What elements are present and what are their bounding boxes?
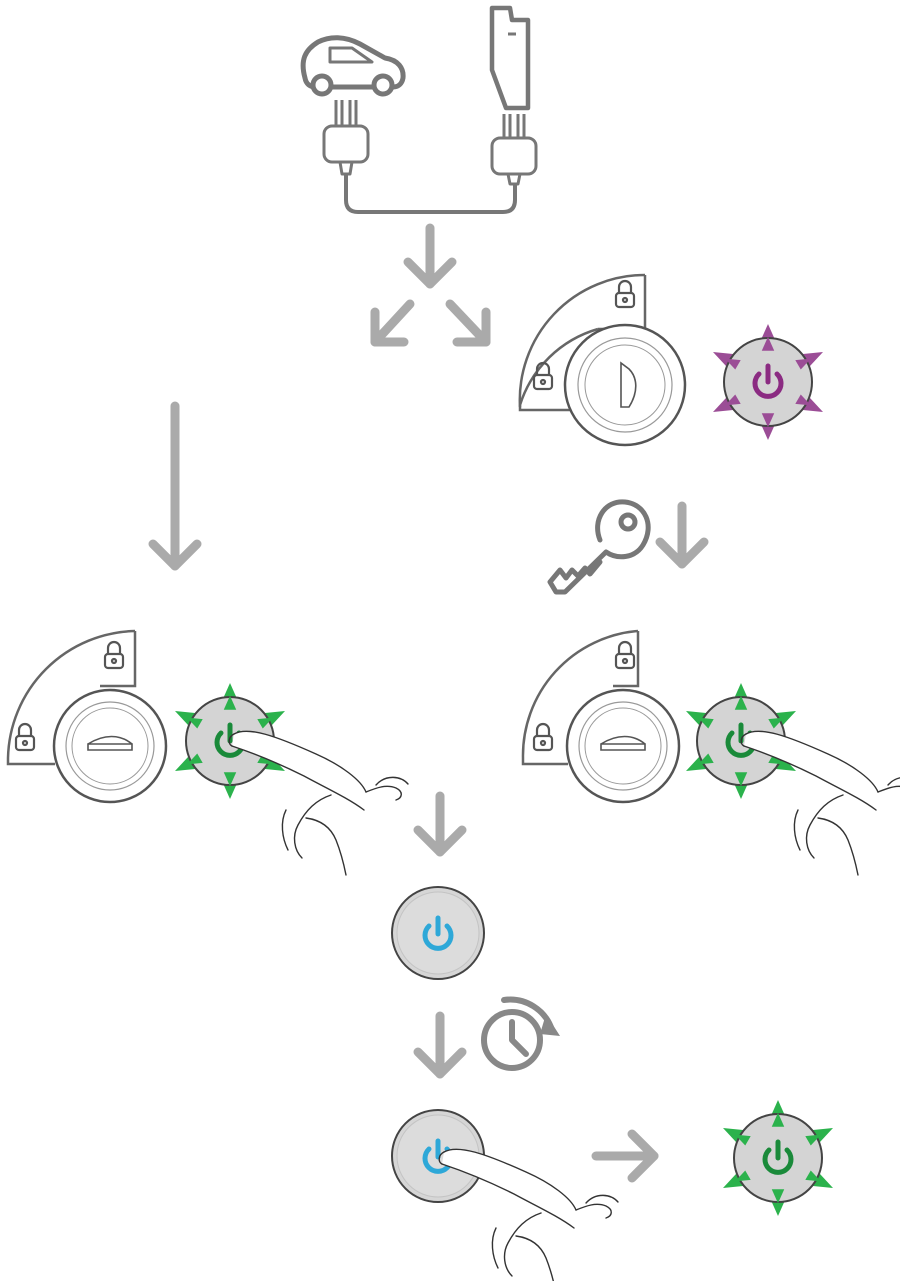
lock-dial-icon (518, 273, 687, 447)
padlock-icon (103, 640, 125, 670)
power-button-icon (723, 1100, 833, 1216)
arrow-down-icon (413, 791, 467, 857)
hand-press-icon (740, 730, 900, 876)
arrow-right-icon (591, 1129, 659, 1183)
timer-icon (481, 996, 560, 1071)
power-button-icon (391, 886, 485, 980)
arrow-down-icon (655, 501, 709, 569)
plug-icon (490, 114, 538, 186)
split-arrows (370, 223, 491, 347)
padlock-icon (614, 279, 636, 309)
charger-icon (489, 5, 531, 111)
lock-dial-icon (521, 629, 681, 804)
plug-icon (322, 100, 370, 176)
hand-press-icon (228, 730, 409, 876)
key-icon (547, 499, 651, 595)
padlock-icon (14, 722, 36, 752)
hand-press-icon (438, 1148, 619, 1281)
lock-dial-icon (6, 629, 168, 804)
car-icon (300, 35, 406, 97)
padlock-icon (532, 361, 554, 391)
arrow-down-icon (148, 401, 202, 571)
arrow-down-icon (413, 1011, 467, 1079)
padlock-icon (614, 640, 636, 670)
cable-icon (344, 174, 517, 214)
padlock-icon (532, 722, 554, 752)
power-button-icon (713, 324, 823, 440)
